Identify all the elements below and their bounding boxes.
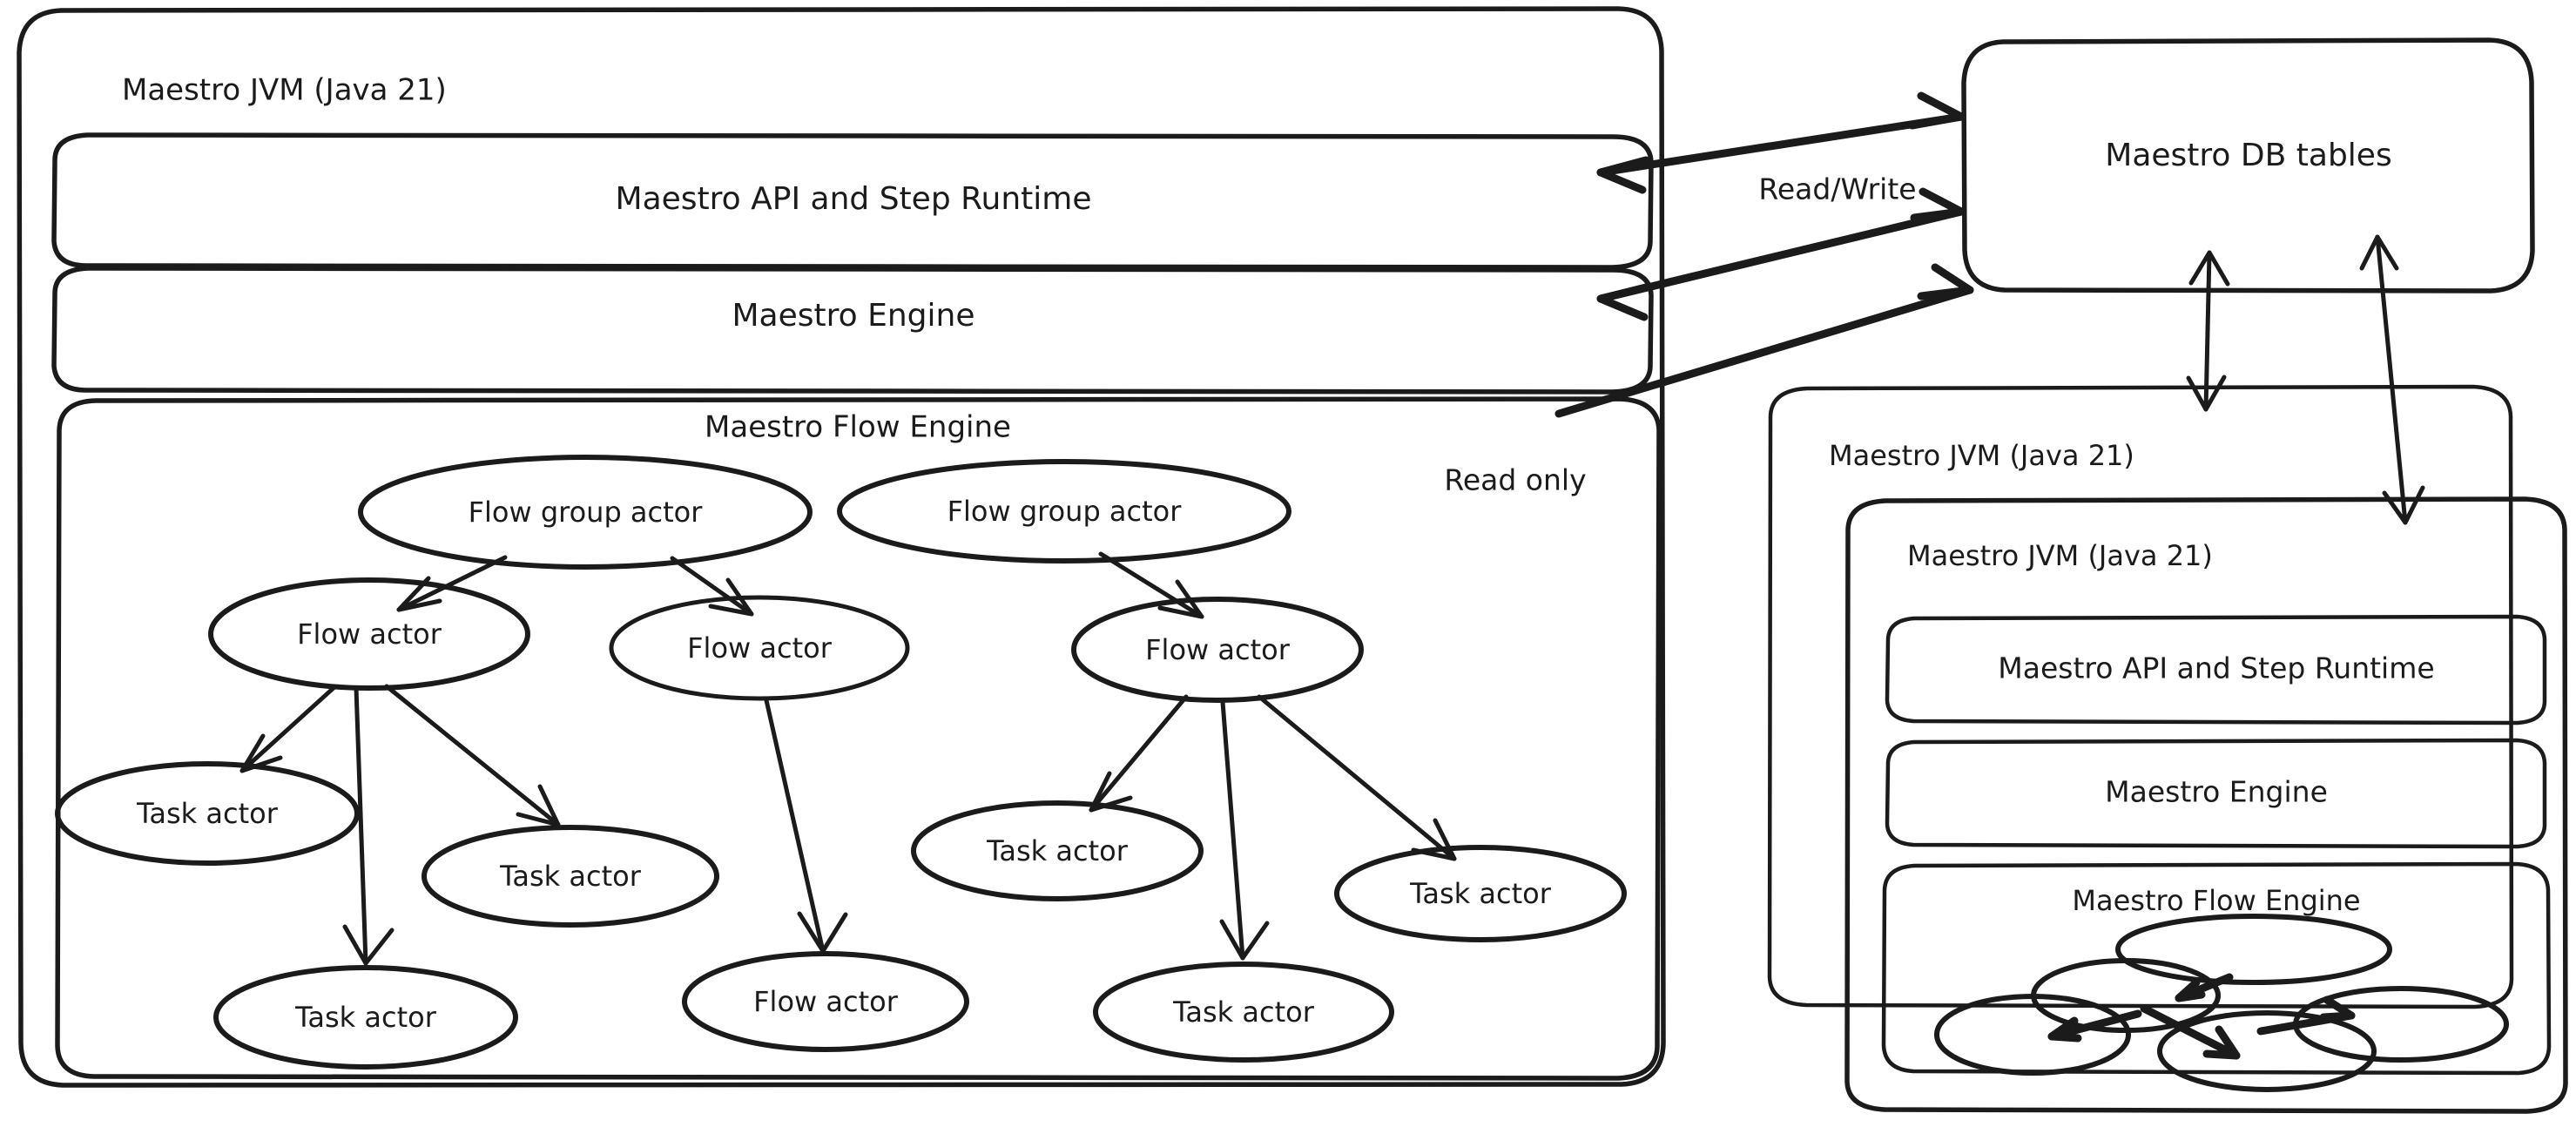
right-flow-engine-mini-graph bbox=[1934, 914, 2509, 1092]
left-band-engine: Maestro Engine bbox=[51, 266, 1654, 395]
node-label: Task actor bbox=[294, 1001, 437, 1034]
edge-flow-actor-1-to-task-actor-1 bbox=[239, 685, 337, 773]
right-band-api-label: Maestro API and Step Runtime bbox=[1998, 651, 2434, 685]
left-band-api-label: Maestro API and Step Runtime bbox=[616, 181, 1092, 217]
edge-db-to-right-jvm-inner bbox=[2359, 234, 2425, 525]
node-label: Task actor bbox=[499, 860, 642, 893]
mini-edge-4 bbox=[2256, 995, 2356, 1036]
node-label: Task actor bbox=[1409, 877, 1552, 910]
node-task-actor-4[interactable]: Task actor bbox=[1334, 845, 1627, 942]
node-task-actor-1[interactable]: Task actor bbox=[55, 761, 360, 866]
mini-edge-1 bbox=[2175, 973, 2234, 1002]
node-ellipse bbox=[1334, 845, 1627, 942]
edge-flow-actor-1-to-task-actor-5 bbox=[342, 685, 394, 966]
left-band-api-step-runtime: Maestro API and Step Runtime bbox=[51, 132, 1654, 270]
mini-node-5 bbox=[2293, 986, 2509, 1063]
edge-flow-actor-1-to-task-actor-2 bbox=[384, 684, 561, 827]
edge-read-write-api bbox=[1596, 91, 1966, 194]
left-jvm-container: Maestro JVM (Java 21) bbox=[17, 6, 1666, 1088]
left-band-engine-outline bbox=[51, 266, 1654, 395]
right-jvm-outer-container: Maestro JVM (Java 21) bbox=[1767, 384, 2514, 1009]
node-task-actor-2[interactable]: Task actor bbox=[421, 825, 719, 928]
node-ellipse bbox=[358, 455, 813, 570]
left-flow-engine-nodes: Flow group actor Flow group actor Flow a… bbox=[55, 455, 1627, 1070]
node-flow-actor-1[interactable]: Flow actor bbox=[208, 577, 530, 691]
left-flow-engine-edges bbox=[239, 551, 1457, 966]
node-label: Task actor bbox=[136, 797, 279, 830]
left-flow-engine-container: Maestro Flow Engine bbox=[55, 396, 1662, 1081]
edge-read-only bbox=[1554, 263, 1974, 418]
right-jvm-inner-label: Maestro JVM (Java 21) bbox=[1907, 539, 2213, 572]
node-flow-actor-4[interactable]: Flow actor bbox=[682, 951, 969, 1052]
node-ellipse bbox=[911, 800, 1204, 901]
mini-node-4 bbox=[2157, 1010, 2377, 1092]
node-ellipse bbox=[1071, 597, 1364, 703]
node-label: Flow actor bbox=[687, 631, 833, 665]
node-label: Flow group actor bbox=[469, 496, 704, 529]
node-ellipse bbox=[208, 577, 530, 691]
right-jvm-outer-outline bbox=[1767, 384, 2514, 1009]
edge-db-to-right-jvm-outer bbox=[2186, 250, 2230, 412]
node-ellipse bbox=[213, 965, 518, 1070]
right-flow-engine-outline bbox=[1881, 861, 2552, 1076]
maestro-db-tables-container[interactable]: Maestro DB tables bbox=[1961, 37, 2535, 294]
node-flow-group-actor-1[interactable]: Flow group actor bbox=[358, 455, 813, 570]
right-jvm-inner-container: Maestro JVM (Java 21) bbox=[1844, 496, 2568, 1114]
node-task-actor-5[interactable]: Task actor bbox=[213, 965, 518, 1070]
left-band-api-outline bbox=[51, 132, 1654, 270]
right-band-api-step-runtime: Maestro API and Step Runtime bbox=[1885, 614, 2547, 725]
edge-label-read-only: Read only bbox=[1444, 463, 1586, 497]
left-jvm-label: Maestro JVM (Java 21) bbox=[122, 73, 447, 108]
node-ellipse bbox=[837, 459, 1291, 564]
edge-flow-actor-3-to-task-actor-4 bbox=[1257, 694, 1457, 861]
edge-label-read-write: Read/Write bbox=[1758, 172, 1916, 206]
node-ellipse bbox=[1093, 962, 1394, 1063]
mini-edge-2 bbox=[2047, 1009, 2142, 1043]
left-flow-engine-label: Maestro Flow Engine bbox=[705, 410, 1011, 445]
right-flow-engine-label: Maestro Flow Engine bbox=[2072, 884, 2360, 917]
edge-read-write-engine bbox=[1596, 187, 1966, 321]
node-label: Flow group actor bbox=[947, 495, 1183, 528]
right-jvm-inner-outline bbox=[1844, 496, 2568, 1114]
mini-edge-3 bbox=[2140, 1004, 2241, 1060]
node-task-actor-6[interactable]: Task actor bbox=[1093, 962, 1394, 1063]
node-flow-actor-3[interactable]: Flow actor bbox=[1071, 597, 1364, 703]
right-band-api-outline bbox=[1885, 614, 2547, 725]
right-band-engine: Maestro Engine bbox=[1885, 738, 2547, 849]
node-ellipse bbox=[55, 761, 360, 866]
mini-node-1 bbox=[2115, 914, 2392, 985]
right-flow-engine-container: Maestro Flow Engine bbox=[1881, 861, 2552, 1076]
node-label: Flow actor bbox=[753, 985, 899, 1018]
maestro-db-tables-label: Maestro DB tables bbox=[2105, 138, 2391, 173]
node-ellipse bbox=[682, 951, 969, 1052]
edge-flow-actor-3-to-task-actor-6 bbox=[1219, 699, 1270, 961]
edge-flow-actor-3-to-task-actor-3 bbox=[1089, 694, 1189, 813]
node-flow-actor-2[interactable]: Flow actor bbox=[609, 595, 910, 701]
right-band-engine-outline bbox=[1885, 738, 2547, 849]
left-jvm-outline bbox=[17, 6, 1666, 1088]
node-flow-group-actor-2[interactable]: Flow group actor bbox=[837, 459, 1291, 564]
edge-flow-actor-2-to-flow-actor-4 bbox=[764, 698, 848, 954]
node-task-actor-3[interactable]: Task actor bbox=[911, 800, 1204, 901]
left-flow-engine-outline bbox=[55, 396, 1662, 1081]
right-band-engine-label: Maestro Engine bbox=[2105, 775, 2328, 809]
node-label: Flow actor bbox=[1145, 633, 1291, 666]
node-label: Flow actor bbox=[297, 617, 442, 651]
right-jvm-outer-label: Maestro JVM (Java 21) bbox=[1829, 439, 2134, 472]
node-label: Task actor bbox=[986, 834, 1129, 867]
left-band-engine-label: Maestro Engine bbox=[732, 298, 975, 334]
node-label: Task actor bbox=[1172, 995, 1315, 1029]
node-ellipse bbox=[609, 595, 910, 701]
maestro-db-tables-outline bbox=[1961, 37, 2535, 294]
node-ellipse bbox=[421, 825, 719, 928]
mini-node-3 bbox=[1934, 994, 2131, 1076]
